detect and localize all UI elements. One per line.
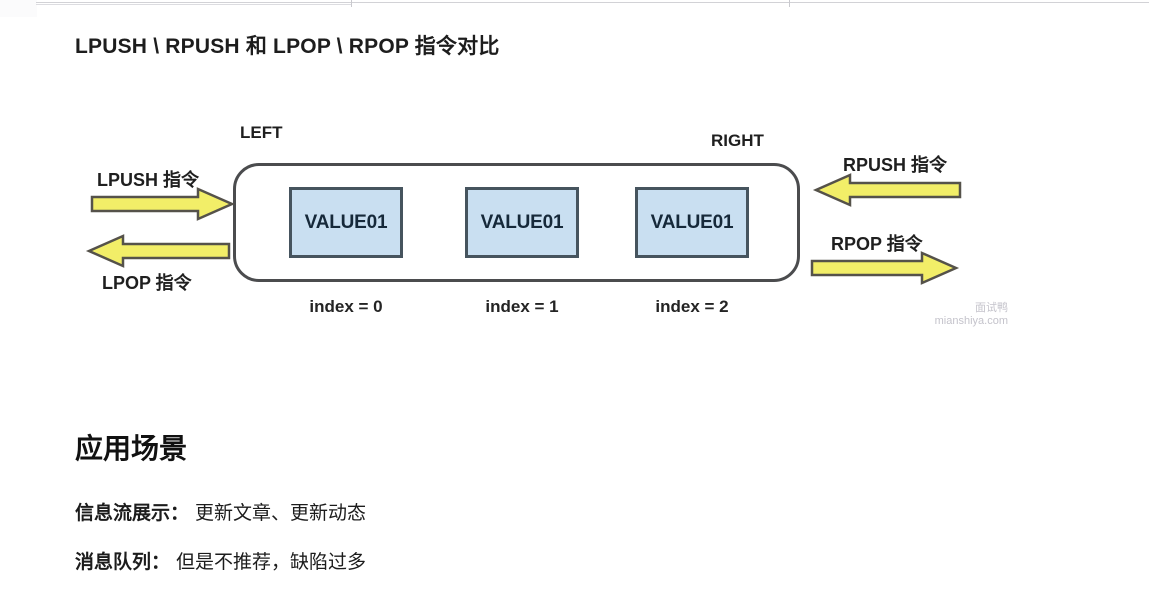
lpush-command-label: LPUSH 指令	[97, 170, 200, 190]
left-end-label: LEFT	[240, 123, 283, 142]
rpush-command-label: RPUSH 指令	[843, 155, 948, 175]
index-label: index = 1	[485, 297, 559, 316]
list-value-box: VALUE01	[289, 187, 403, 258]
list-value-box: VALUE01	[465, 187, 579, 258]
lpush-arrow-right-icon	[90, 187, 236, 221]
watermark: 面试鸭 mianshiya.com	[858, 302, 1008, 328]
table-column-divider	[351, 0, 352, 7]
usage-desc: 但是不推荐，缺陷过多	[176, 552, 367, 573]
index-label: index = 0	[309, 297, 383, 316]
rpush-arrow-left-icon	[812, 173, 962, 207]
list-value-box: VALUE01	[635, 187, 749, 258]
rpop-command-label: RPOP 指令	[831, 234, 923, 254]
list-value-text: VALUE01	[650, 211, 734, 233]
usage-item: 消息队列：但是不推荐，缺陷过多	[75, 547, 366, 574]
usage-desc: 更新文章、更新动态	[195, 503, 367, 524]
top-left-artifact	[0, 0, 37, 17]
list-value-text: VALUE01	[304, 211, 388, 233]
lpop-arrow-left-icon	[85, 234, 231, 268]
index-label: index = 2	[655, 297, 729, 316]
table-column-divider	[789, 0, 790, 7]
rpop-arrow-right-icon	[810, 251, 960, 285]
list-value-text: VALUE01	[480, 211, 564, 233]
lpop-command-label: LPOP 指令	[102, 273, 192, 293]
top-border-line	[36, 2, 1149, 3]
usage-term: 消息队列：	[75, 552, 171, 573]
watermark-url: mianshiya.com	[934, 315, 1008, 327]
watermark-brand: 面试鸭	[975, 302, 1008, 314]
top-border-line-segment	[36, 4, 352, 5]
right-end-label: RIGHT	[711, 131, 764, 150]
usage-item: 信息流展示：更新文章、更新动态	[75, 498, 366, 525]
page-title: LPUSH \ RPUSH 和 LPOP \ RPOP 指令对比	[75, 35, 500, 58]
section-heading: 应用场景	[75, 433, 188, 464]
usage-term: 信息流展示：	[75, 503, 190, 524]
